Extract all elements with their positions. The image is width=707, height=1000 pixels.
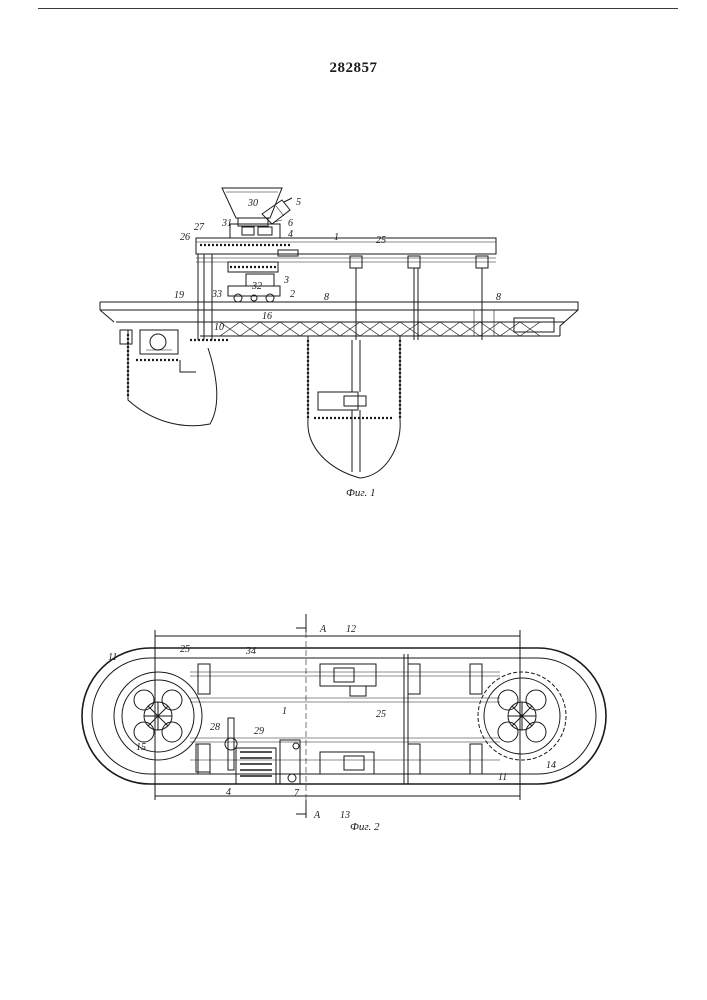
figure-1: 30 5 31 6 27 4 26 1 25 3 32 33 2 8 8 19 … xyxy=(100,188,578,499)
label-11a: 11 xyxy=(108,652,117,663)
label-31: 31 xyxy=(221,218,232,229)
figure-1-caption: Фиг. 1 xyxy=(346,487,376,499)
label-29: 29 xyxy=(254,726,264,737)
label-7: 7 xyxy=(294,788,300,799)
label-4: 4 xyxy=(226,787,231,798)
label-8b: 8 xyxy=(496,292,501,303)
label-A-bottom: A xyxy=(313,810,321,821)
label-16: 16 xyxy=(262,311,272,322)
label-30: 30 xyxy=(247,198,258,209)
label-33: 33 xyxy=(211,289,222,300)
figure-2-labels: A A 12 25 34 11 1 25 28 29 15 4 7 13 11 … xyxy=(108,624,556,833)
upper-drive-unit xyxy=(320,664,376,696)
label-28: 28 xyxy=(210,722,220,733)
track-rail xyxy=(100,302,578,336)
figure-2: A A 12 25 34 11 1 25 28 29 15 4 7 13 11 … xyxy=(82,614,606,833)
label-14: 14 xyxy=(546,760,556,771)
label-19: 19 xyxy=(174,290,184,301)
label-25a: 25 xyxy=(180,644,190,655)
label-13: 13 xyxy=(340,810,350,821)
carriage-legs xyxy=(198,254,212,340)
label-34: 34 xyxy=(245,646,256,657)
label-4: 4 xyxy=(288,229,293,240)
label-25: 25 xyxy=(376,235,386,246)
central-pit xyxy=(308,336,400,478)
label-27: 27 xyxy=(194,222,205,233)
label-A-top: A xyxy=(319,624,327,635)
label-25b: 25 xyxy=(376,709,386,720)
label-26: 26 xyxy=(180,232,190,243)
lower-drive-unit xyxy=(320,752,374,774)
label-12: 12 xyxy=(346,624,356,635)
carriage-beam xyxy=(196,238,496,262)
label-8a: 8 xyxy=(324,292,329,303)
label-2: 2 xyxy=(290,289,295,300)
label-5: 5 xyxy=(296,197,301,208)
left-wheel xyxy=(114,672,202,760)
label-3: 3 xyxy=(283,275,289,286)
label-10: 10 xyxy=(214,322,224,333)
lattice-truss xyxy=(116,310,565,336)
left-drive-pit xyxy=(120,330,230,426)
right-gear-wheel xyxy=(478,672,566,760)
label-15: 15 xyxy=(136,742,146,753)
figure-2-caption: Фиг. 2 xyxy=(350,821,380,833)
label-6: 6 xyxy=(288,218,293,229)
label-1: 1 xyxy=(334,232,339,243)
label-1: 1 xyxy=(282,706,287,717)
label-11b: 11 xyxy=(498,772,507,783)
label-32: 32 xyxy=(251,281,262,292)
